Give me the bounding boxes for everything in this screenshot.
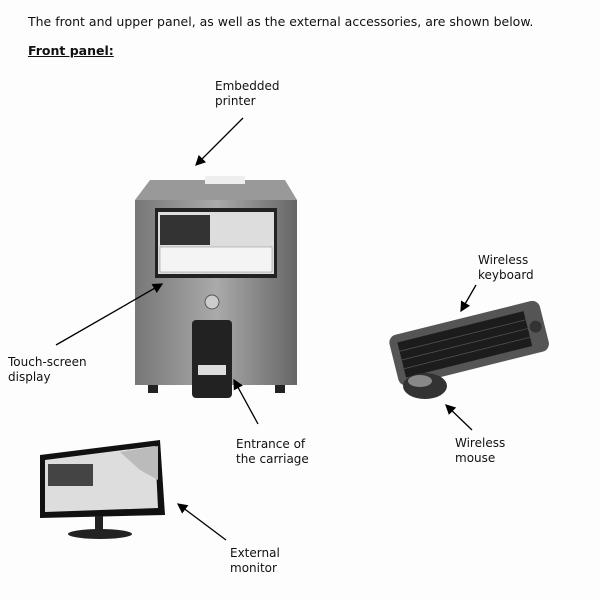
- keyboard-image: [389, 300, 549, 386]
- arrow-carriage: [233, 378, 259, 425]
- arrow-monitor: [176, 503, 227, 541]
- printer-slot: [205, 176, 245, 184]
- arrow-keyboard: [460, 284, 477, 313]
- arrow-printer: [195, 117, 244, 166]
- analyzer-device-image: [135, 176, 297, 398]
- arrow-mouse: [445, 404, 473, 431]
- monitor-image: [40, 440, 165, 539]
- intro-text: The front and upper panel, as well as th…: [28, 14, 534, 29]
- arrow-touchscreen: [55, 283, 164, 346]
- section-heading: Front panel:: [28, 43, 114, 58]
